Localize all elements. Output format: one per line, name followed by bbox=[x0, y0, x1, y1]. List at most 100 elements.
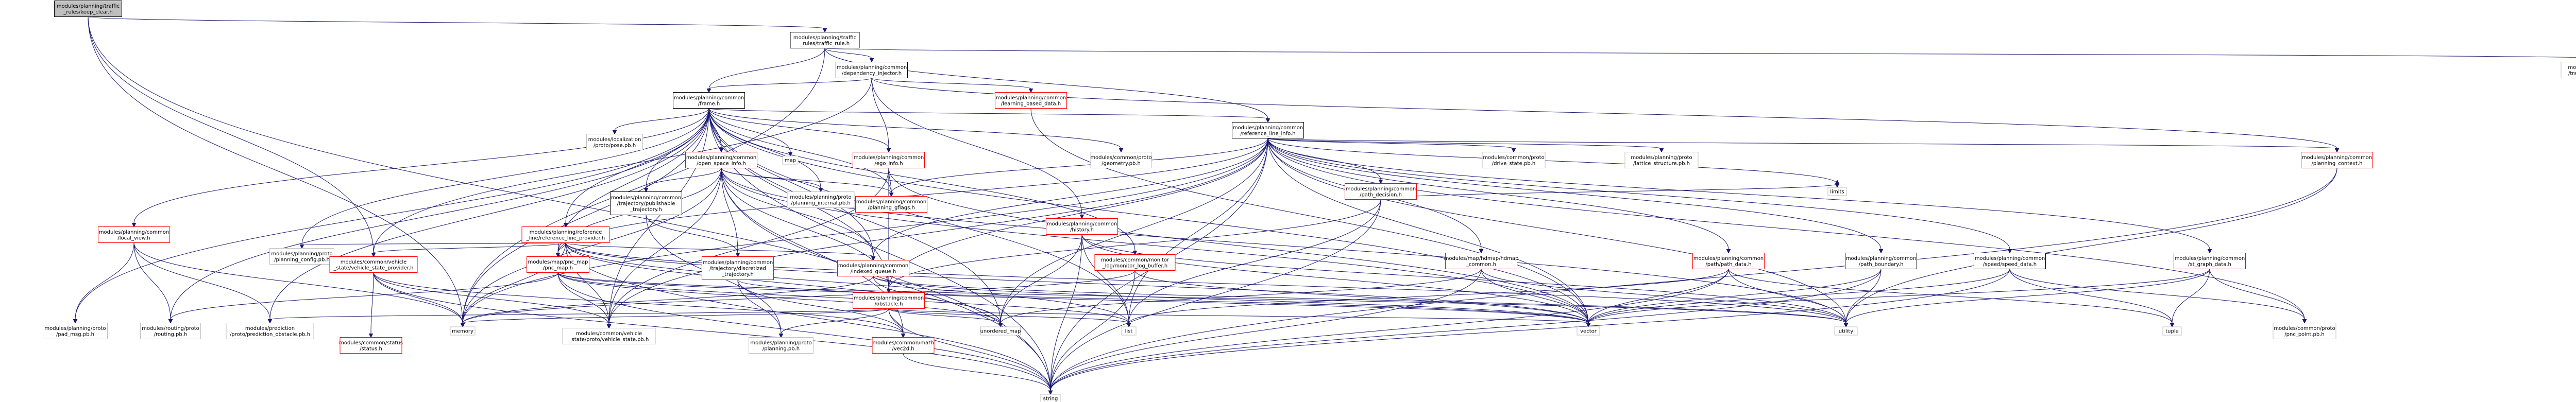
node-prediction-obstacle: modules/prediction/proto/prediction_obst… bbox=[226, 323, 314, 339]
node-label-line: memory bbox=[452, 329, 473, 335]
edge-line bbox=[888, 308, 1001, 324]
edge-line bbox=[2172, 269, 2210, 324]
arrowhead-icon bbox=[1843, 323, 1849, 328]
node-reference-line-info[interactable]: modules/planning/common/reference_line_i… bbox=[1232, 122, 1304, 138]
node-root[interactable]: modules/planning/traffic_rules/keep_clea… bbox=[54, 1, 122, 17]
node-history[interactable]: modules/planning/common/history.h bbox=[1046, 218, 1118, 235]
node-speed-data[interactable]: modules/planning/common/speed/speed_data… bbox=[1974, 253, 2046, 269]
node-box bbox=[1046, 218, 1118, 235]
node-indexed-queue[interactable]: modules/planning/common/indexed_queue.h bbox=[837, 260, 909, 276]
node-box bbox=[98, 226, 170, 243]
node-status-h[interactable]: modules/common/status/status.h bbox=[339, 337, 403, 354]
node-label-line: modules/routing/proto bbox=[142, 326, 199, 331]
arrowhead-icon bbox=[73, 319, 78, 324]
node-ego-info[interactable]: modules/planning/common/ego_info.h bbox=[853, 152, 925, 168]
node-obstacle[interactable]: modules/planning/common/obstacle.h bbox=[853, 292, 925, 309]
edge-reference_line_provider-to-unordered_map bbox=[565, 242, 1003, 328]
edge-reference_line_info-to-planning_gflags bbox=[889, 138, 1268, 197]
edge-vehicle_state_provider-to-status_h bbox=[368, 272, 374, 338]
node-pnc-map[interactable]: modules/map/pnc_map/pnc_map.h bbox=[527, 256, 589, 273]
edge-line bbox=[1081, 234, 1129, 324]
edge-line bbox=[1267, 138, 2010, 250]
node-monitor-log-buffer[interactable]: modules/common/monitor_log/monitor_log_b… bbox=[1094, 254, 1176, 271]
edge-history-to-vector_h bbox=[1081, 234, 1591, 328]
arrowhead-icon bbox=[1048, 390, 1053, 395]
node-traffic-rule[interactable]: modules/planning/traffic_rules/traffic_r… bbox=[790, 32, 860, 48]
node-box bbox=[269, 248, 334, 265]
node-label-line: modules/planning/common bbox=[838, 263, 908, 269]
node-vehicle-state-provider[interactable]: modules/common/vehicle_state/vehicle_sta… bbox=[329, 256, 418, 273]
node-vehicle-state-pb: modules/common/vehicle_state/proto/vehic… bbox=[562, 328, 656, 344]
node-discretized-trajectory[interactable]: modules/planning/common/trajectory/discr… bbox=[702, 256, 774, 280]
edge-dependency_injector-to-history bbox=[871, 78, 1084, 219]
node-path-decision[interactable]: modules/planning/common/path_decision.h bbox=[1345, 183, 1417, 200]
node-planning-pb: modules/planning/proto/planning.pb.h bbox=[749, 337, 814, 354]
node-box bbox=[1345, 183, 1417, 200]
node-planning-context[interactable]: modules/planning/common/planning_context… bbox=[2301, 152, 2373, 168]
edge-line bbox=[557, 272, 1589, 324]
node-box bbox=[1121, 326, 1137, 336]
edge-reference_line_provider-to-list_h bbox=[565, 242, 1131, 328]
node-st-graph-data[interactable]: modules/planning/common/st_graph_data.h bbox=[2174, 253, 2246, 269]
node-label-line: modules/planning/traffic bbox=[57, 4, 120, 9]
edge-frame-to-indexed_queue bbox=[708, 108, 876, 261]
edge-line bbox=[737, 279, 782, 334]
arrowhead-icon bbox=[1659, 148, 1664, 153]
node-label-line: /frame.h bbox=[698, 101, 720, 107]
node-vec2d[interactable]: modules/common/math/vec2d.h bbox=[872, 337, 935, 354]
edge-line bbox=[373, 272, 609, 325]
node-label-line: /st_graph_data.h bbox=[2188, 261, 2231, 267]
edge-traffic_rule-to-memory bbox=[460, 48, 825, 328]
node-label-line: tuple bbox=[2165, 329, 2179, 335]
node-box bbox=[1232, 122, 1304, 138]
edge-line bbox=[88, 16, 463, 324]
node-label-line: _trajectory.h bbox=[721, 272, 754, 277]
node-box bbox=[702, 256, 774, 280]
node-label-line: /trajectory/publishable bbox=[617, 201, 675, 207]
node-dependency-injector[interactable]: modules/planning/common/dependency_injec… bbox=[836, 62, 908, 78]
node-label-line: /path/path_data.h bbox=[1705, 261, 1751, 267]
node-hdmap-common[interactable]: modules/map/hdmap/hdmap_common.h bbox=[1444, 253, 1519, 269]
node-box bbox=[1827, 187, 1847, 196]
node-box bbox=[995, 92, 1067, 109]
arrowhead-icon bbox=[2207, 249, 2212, 254]
node-learning-based-data[interactable]: modules/planning/common/learning_based_d… bbox=[995, 92, 1067, 109]
node-path-boundary[interactable]: modules/planning/common/path_boundary.h bbox=[1845, 253, 1917, 269]
node-label-line: /proto/prediction_obstacle.pb.h bbox=[230, 331, 310, 337]
node-label-line: _common.h bbox=[1466, 261, 1496, 267]
node-reference-line-provider[interactable]: modules/planning/reference_line/referenc… bbox=[521, 226, 610, 243]
node-open-space-info[interactable]: modules/planning/common/open_space_info.… bbox=[685, 152, 757, 168]
edge-dependency_injector-to-vehicle_state_provider bbox=[371, 78, 872, 257]
edge-st_graph_data-to-vector_h bbox=[1586, 269, 2210, 328]
node-local-view[interactable]: modules/planning/common/local_view.h bbox=[98, 226, 170, 243]
node-localization-pose: modules/localization/proto/pose.pb.h bbox=[586, 134, 643, 150]
arrowhead-icon bbox=[889, 193, 894, 197]
arrowhead-icon bbox=[299, 244, 304, 249]
edge-line bbox=[373, 272, 463, 324]
node-label-line: /planning.pb.h bbox=[762, 346, 800, 352]
node-box bbox=[1577, 326, 1600, 336]
node-box bbox=[54, 1, 122, 17]
node-frame[interactable]: modules/planning/common/frame.h bbox=[673, 92, 745, 109]
edge-line bbox=[871, 78, 1031, 89]
node-label-line: modules/common/math bbox=[872, 340, 934, 346]
edge-line bbox=[88, 16, 374, 253]
edge-line bbox=[133, 108, 709, 223]
node-box bbox=[1834, 326, 1858, 336]
node-label-line: _state/vehicle_state_provider.h bbox=[333, 265, 414, 271]
edge-line bbox=[888, 308, 1051, 391]
edge-line bbox=[1050, 270, 1136, 391]
node-box bbox=[527, 256, 589, 273]
arrowhead-icon bbox=[822, 28, 827, 33]
node-publishable-trajectory[interactable]: modules/planning/common/trajectory/publi… bbox=[610, 191, 682, 215]
node-box bbox=[2162, 326, 2182, 336]
node-planning-gflags[interactable]: modules/planning/common/planning_gflags.… bbox=[855, 196, 927, 213]
node-path-data[interactable]: modules/planning/common/path/path_data.h bbox=[1692, 253, 1765, 269]
node-box bbox=[1482, 152, 1546, 168]
node-label-line: modules/prediction bbox=[245, 326, 295, 331]
arrowhead-icon bbox=[606, 324, 612, 329]
edge-line bbox=[301, 108, 709, 245]
edge-line bbox=[1267, 138, 2337, 149]
arrowhead-icon bbox=[168, 319, 173, 324]
node-lattice-structure: modules/planning/proto/lattice_structure… bbox=[1624, 152, 1699, 168]
